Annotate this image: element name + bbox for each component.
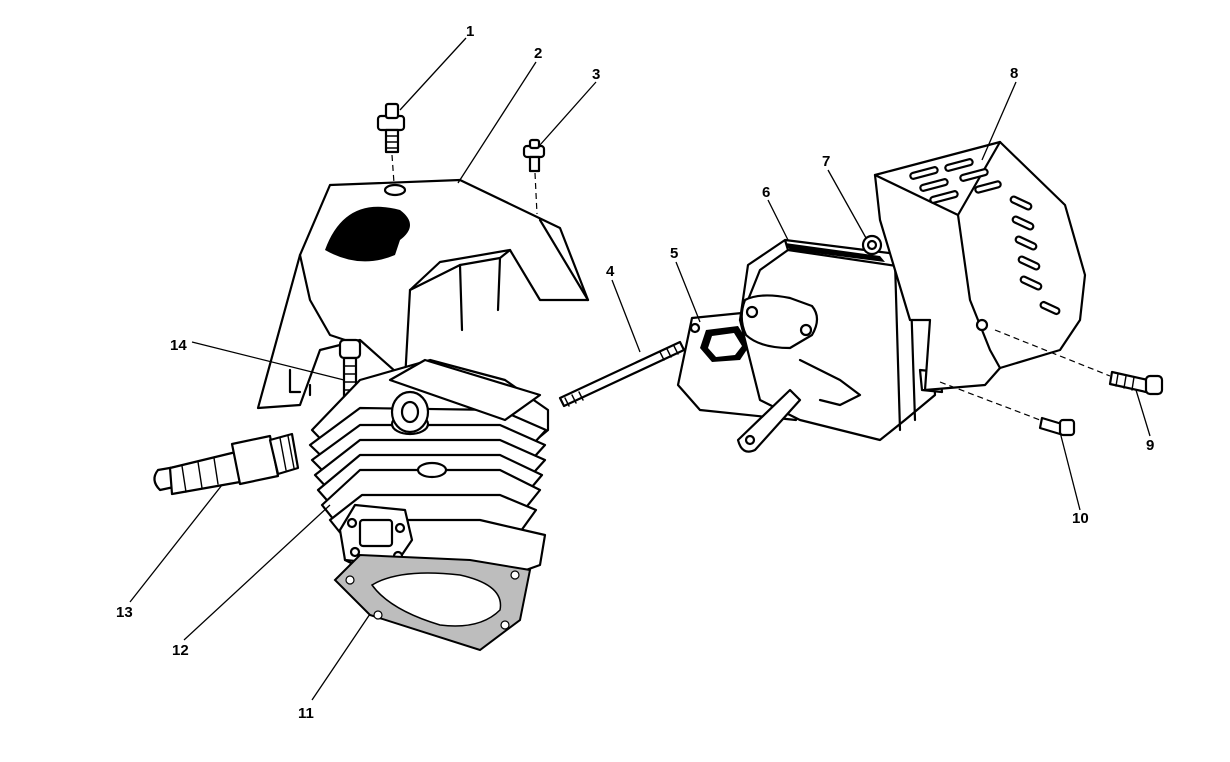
shield-vent-slots-side [1009, 195, 1061, 316]
spark-plug [153, 432, 300, 496]
leader-lines [129, 37, 1151, 701]
screw-top [376, 102, 406, 184]
callout-12: 12 [172, 642, 189, 659]
base-gasket [333, 553, 532, 652]
screw-small [522, 138, 546, 215]
callout-9: 9 [1146, 437, 1154, 454]
stud [558, 340, 686, 408]
cylinder [308, 358, 550, 592]
callout-8: 8 [1010, 65, 1018, 82]
cylinder-cover [256, 178, 590, 410]
callout-1: 1 [466, 23, 474, 40]
shield-screw [994, 329, 1164, 396]
callout-7: 7 [822, 153, 830, 170]
callout-6: 6 [762, 184, 770, 201]
callout-4: 4 [606, 263, 615, 280]
nut [861, 234, 883, 256]
muffler-shield [873, 140, 1087, 392]
callout-10: 10 [1072, 510, 1089, 527]
callout-14: 14 [170, 337, 187, 354]
callout-3: 3 [592, 66, 600, 83]
callout-11: 11 [298, 705, 314, 722]
muffler-screw [939, 381, 1076, 437]
callout-13: 13 [116, 604, 133, 621]
callout-5: 5 [670, 245, 678, 262]
callout-labels: 1 2 3 4 5 6 7 8 9 10 11 12 13 14 [116, 23, 1154, 722]
shield-vent-slots-top [909, 158, 1002, 204]
callout-2: 2 [534, 45, 542, 62]
